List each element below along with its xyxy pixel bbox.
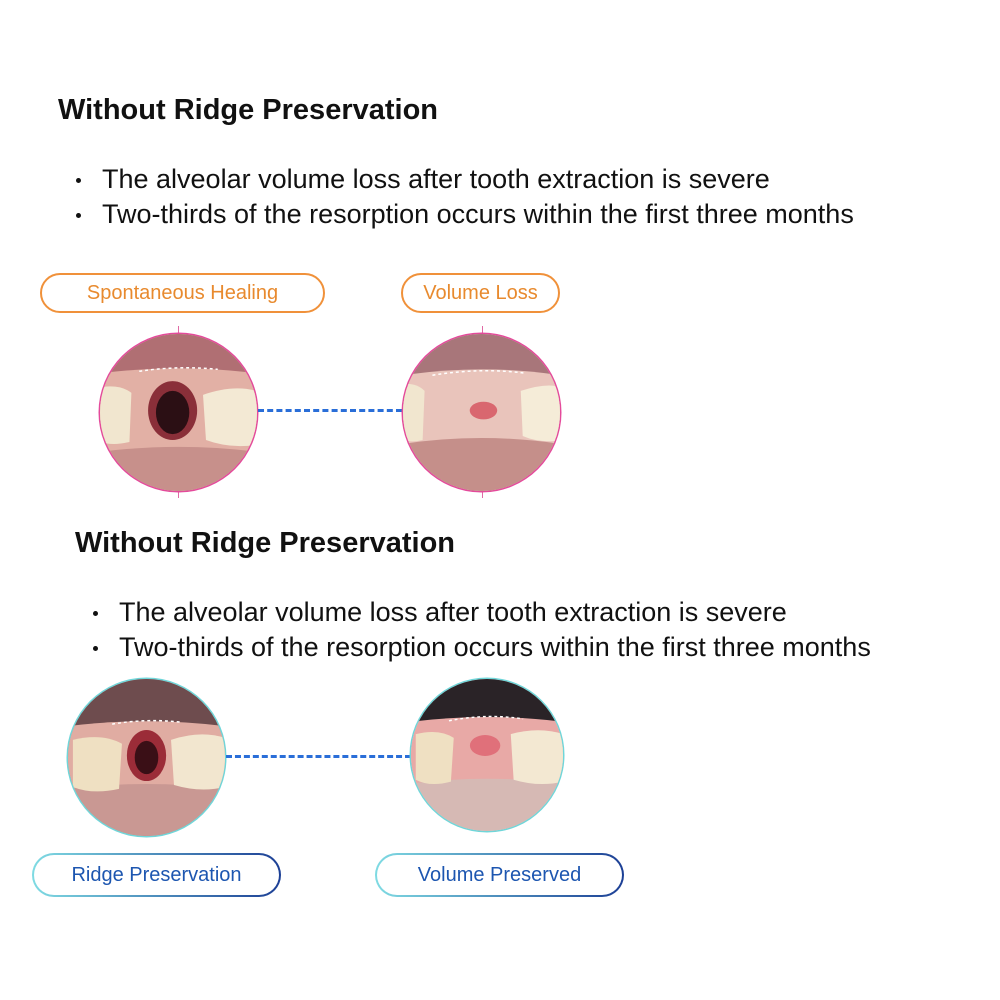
section2-bullet-1: The alveolar volume loss after tooth ext… <box>93 595 871 630</box>
tick-mark <box>482 326 483 336</box>
section1-heading: Without Ridge Preservation <box>58 94 439 126</box>
section1-bullet-list: The alveolar volume loss after tooth ext… <box>76 162 854 232</box>
ridge-preservation-label: Ridge Preservation <box>32 853 281 897</box>
section1-bullet-1: The alveolar volume loss after tooth ext… <box>76 162 854 197</box>
volume-loss-label: Volume Loss <box>401 273 560 313</box>
spontaneous-healing-label: Spontaneous Healing <box>40 273 325 313</box>
section2-bullet-list: The alveolar volume loss after tooth ext… <box>93 595 871 665</box>
connector-line <box>226 755 411 758</box>
connector-line <box>258 409 402 412</box>
tick-mark <box>482 488 483 498</box>
volume-loss-photo <box>403 334 560 491</box>
volume-preserved-label: Volume Preserved <box>375 853 624 897</box>
ridge-preservation-photo <box>68 679 225 836</box>
section1-bullet-2: Two-thirds of the resorption occurs with… <box>76 197 854 232</box>
extraction-socket-photo <box>100 334 257 491</box>
tick-mark <box>178 326 179 336</box>
section2-bullet-2: Two-thirds of the resorption occurs with… <box>93 630 871 665</box>
socket-image-graphic <box>100 334 257 491</box>
healed-ridge-graphic <box>403 334 560 491</box>
socket-graft-image-graphic <box>68 679 225 836</box>
volume-preserved-photo <box>411 679 563 831</box>
preserved-ridge-graphic <box>411 679 563 831</box>
tick-mark <box>178 488 179 498</box>
section2-heading: Without Ridge Preservation <box>75 527 456 559</box>
